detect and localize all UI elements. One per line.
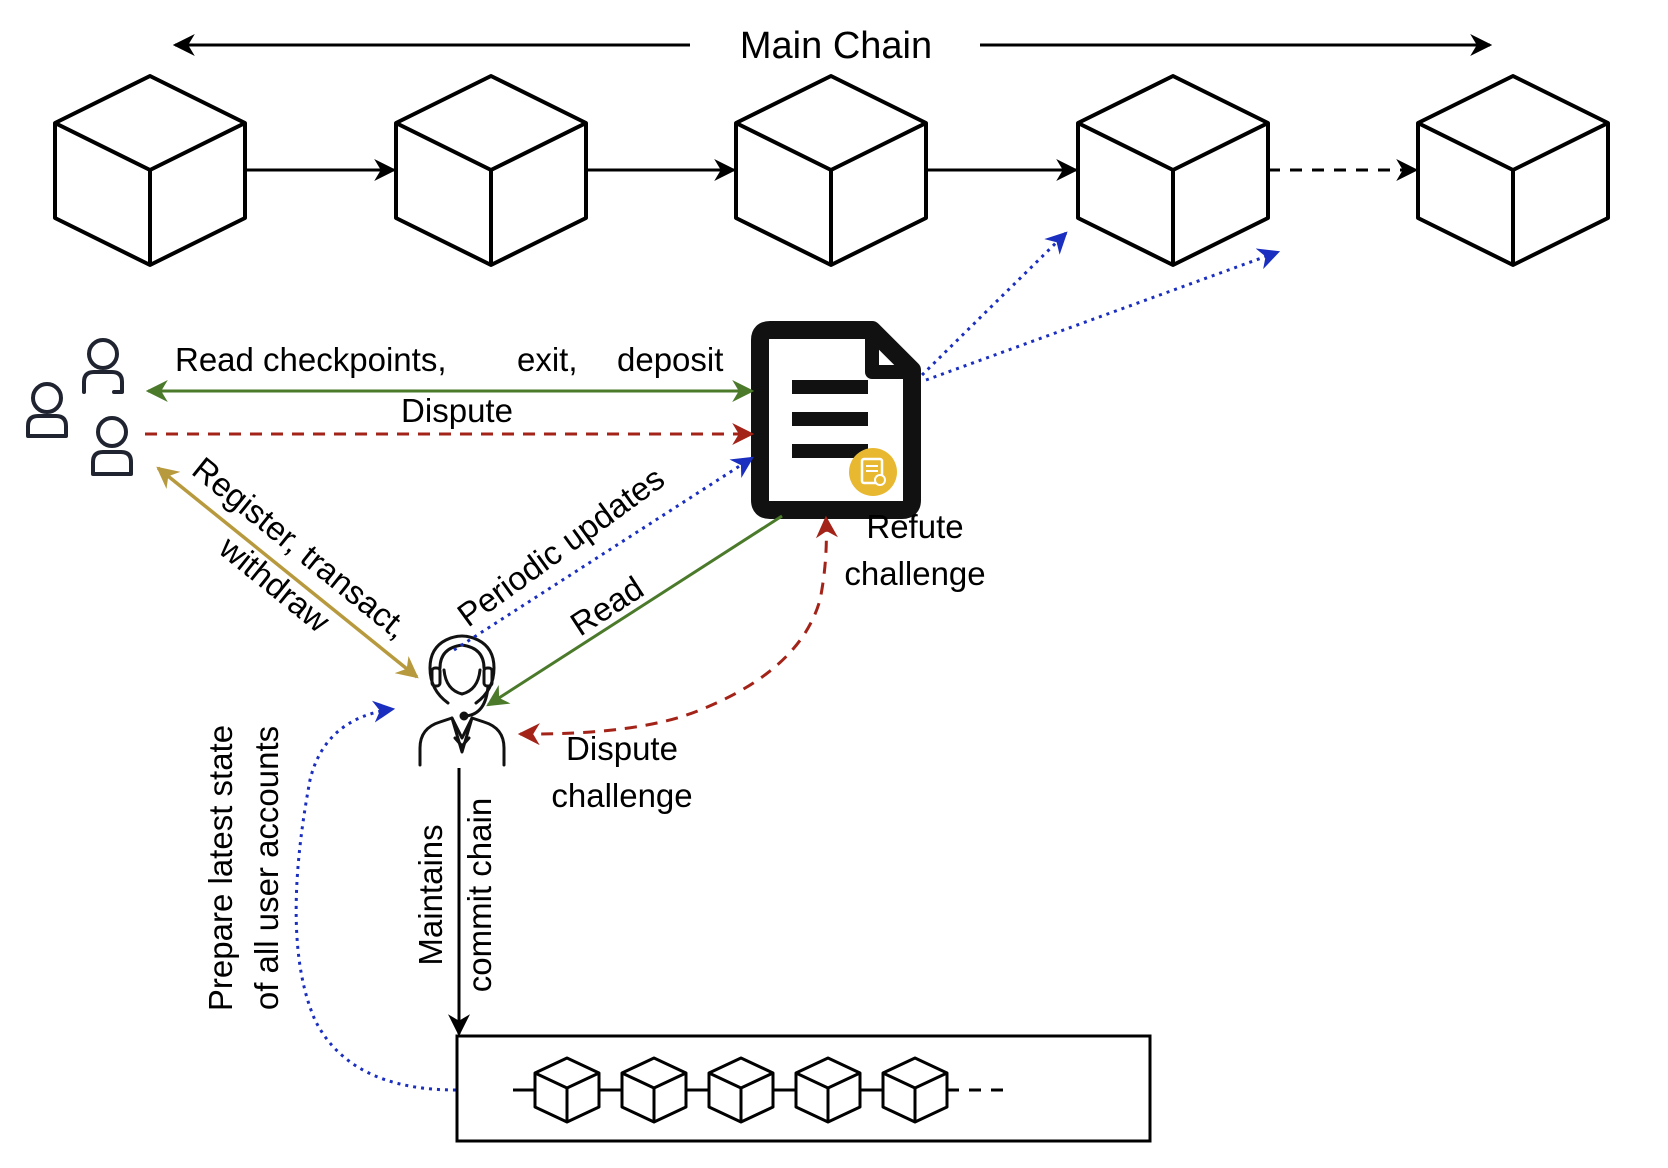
all-user-accounts-label: of all user accounts xyxy=(248,726,285,1010)
refute-label: Refute xyxy=(866,508,963,545)
contract-to-block5-arrow xyxy=(925,248,1281,382)
main-chain-title: Main Chain xyxy=(740,25,932,67)
certificate-badge-icon xyxy=(849,448,897,496)
dispute-label: Dispute xyxy=(401,392,513,429)
main-chain-block-2 xyxy=(394,74,588,267)
commit-block-4 xyxy=(794,1056,862,1124)
prepare-label: Prepare latest state xyxy=(202,725,239,1011)
commit-chain-label: commit chain xyxy=(461,798,498,992)
prepare-state-arrow xyxy=(294,700,457,1092)
challenge-arrow xyxy=(517,515,838,746)
contract-to-block4-arrow xyxy=(920,231,1068,377)
main-chain-block-5 xyxy=(1416,74,1610,267)
exit-label: exit, xyxy=(517,341,578,378)
main-chain-block-1 xyxy=(53,74,247,267)
commit-block-2 xyxy=(620,1056,688,1124)
maintains-label: Maintains xyxy=(412,824,449,965)
main-chain-block-3 xyxy=(734,74,928,267)
commit-block-1 xyxy=(533,1056,601,1124)
read-checkpoints-label: Read checkpoints, xyxy=(175,341,447,378)
main-chain-blocks xyxy=(53,74,1610,267)
commit-block-3 xyxy=(707,1056,775,1124)
operator-headset-icon xyxy=(418,634,506,767)
commit-block-5 xyxy=(881,1056,949,1124)
main-chain-block-4 xyxy=(1076,74,1270,267)
deposit-label: deposit xyxy=(617,341,723,378)
users-group-icon xyxy=(26,338,133,476)
dispute-challenge-label-2: challenge xyxy=(551,777,692,814)
register-transact-arrow xyxy=(156,466,419,679)
commit-chain-blocks xyxy=(513,1056,1012,1124)
refute-challenge-label: challenge xyxy=(844,555,985,592)
smart-contract-document-icon xyxy=(751,321,921,519)
read-label: Read xyxy=(564,569,650,643)
dispute-challenge-label: Dispute xyxy=(566,730,678,767)
